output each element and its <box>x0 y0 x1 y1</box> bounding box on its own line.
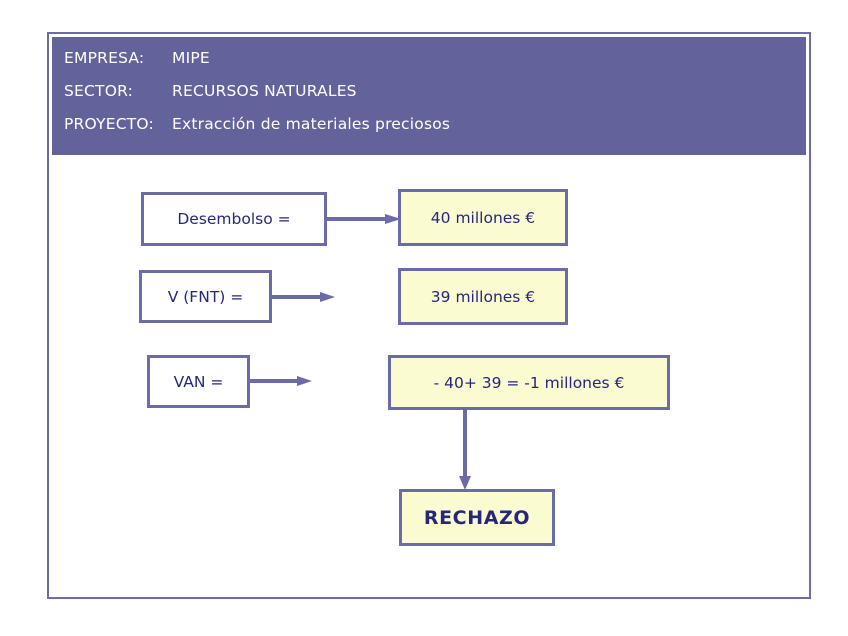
header-label-empresa: EMPRESA: <box>64 49 145 67</box>
header-value-proyecto: Extracción de materiales preciosos <box>172 115 451 133</box>
header-value-empresa: MIPE <box>172 49 210 67</box>
header-row-proyecto: PROYECTO: Extracción de materiales preci… <box>64 115 806 148</box>
arrow-down-decision-icon <box>459 410 471 490</box>
result-box-van: - 40+ 39 = -1 millones € <box>388 355 670 410</box>
term-box-van: VAN = <box>147 355 250 408</box>
arrow-right-vfnt-icon <box>272 292 335 302</box>
header-value-sector: RECURSOS NATURALES <box>172 82 357 100</box>
arrow-right-desembolso-icon <box>327 214 401 224</box>
header-label-sector: SECTOR: <box>64 82 134 100</box>
decision-box-rechazo: RECHAZO <box>399 489 555 546</box>
result-box-desembolso: 40 millones € <box>398 189 568 246</box>
result-box-vfnt: 39 millones € <box>398 268 568 325</box>
header-row-empresa: EMPRESA: MIPE <box>64 49 806 82</box>
project-header-band: EMPRESA: MIPE SECTOR: RECURSOS NATURALES… <box>52 37 806 155</box>
header-label-proyecto: PROYECTO: <box>64 115 154 133</box>
header-row-sector: SECTOR: RECURSOS NATURALES <box>64 82 806 115</box>
term-box-desembolso: Desembolso = <box>141 192 327 246</box>
arrow-right-van-icon <box>250 376 312 386</box>
term-box-vfnt: V (FNT) = <box>139 270 272 323</box>
